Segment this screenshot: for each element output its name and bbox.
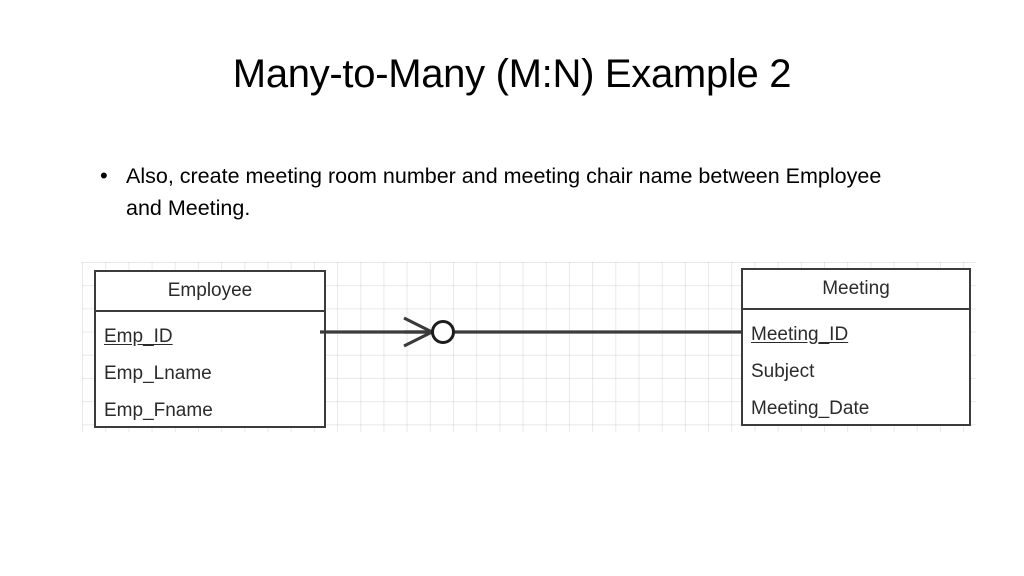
list-item: • Also, create meeting room number and m… (100, 160, 890, 224)
attribute-row: Emp_Fname (104, 400, 213, 421)
attribute-row: Emp_Lname (104, 363, 212, 384)
relationship-connector (320, 316, 829, 348)
slide-body: • Also, create meeting room number and m… (100, 160, 890, 224)
entity-employee[interactable]: Employee Emp_ID Emp_Lname Emp_Fname (94, 270, 326, 428)
entity-employee-title: Employee (167, 280, 253, 301)
entity-meeting-title: Meeting (822, 278, 890, 299)
page-title: Many-to-Many (M:N) Example 2 (232, 52, 792, 96)
optionality-circle-left-icon (431, 320, 455, 344)
attribute-row: Emp_ID (104, 326, 173, 347)
bullet-dot-icon: • (100, 163, 108, 188)
bullet-text: Also, create meeting room number and mee… (126, 164, 882, 220)
entity-meeting-header: Meeting (743, 270, 969, 310)
attribute-row: Meeting_Date (751, 398, 870, 419)
attribute-row: Subject (751, 361, 815, 382)
entity-employee-header: Employee (96, 272, 324, 312)
entity-meeting-attributes: Meeting_ID Subject Meeting_Date (743, 310, 969, 427)
crows-foot-left-icon (403, 316, 433, 348)
entity-meeting[interactable]: Meeting Meeting_ID Subject Meeting_Date (741, 268, 971, 426)
er-diagram: Employee Emp_ID Emp_Lname Emp_Fname (82, 262, 976, 432)
attribute-row: Meeting_ID (751, 324, 849, 345)
entity-employee-attributes: Emp_ID Emp_Lname Emp_Fname (96, 312, 324, 429)
